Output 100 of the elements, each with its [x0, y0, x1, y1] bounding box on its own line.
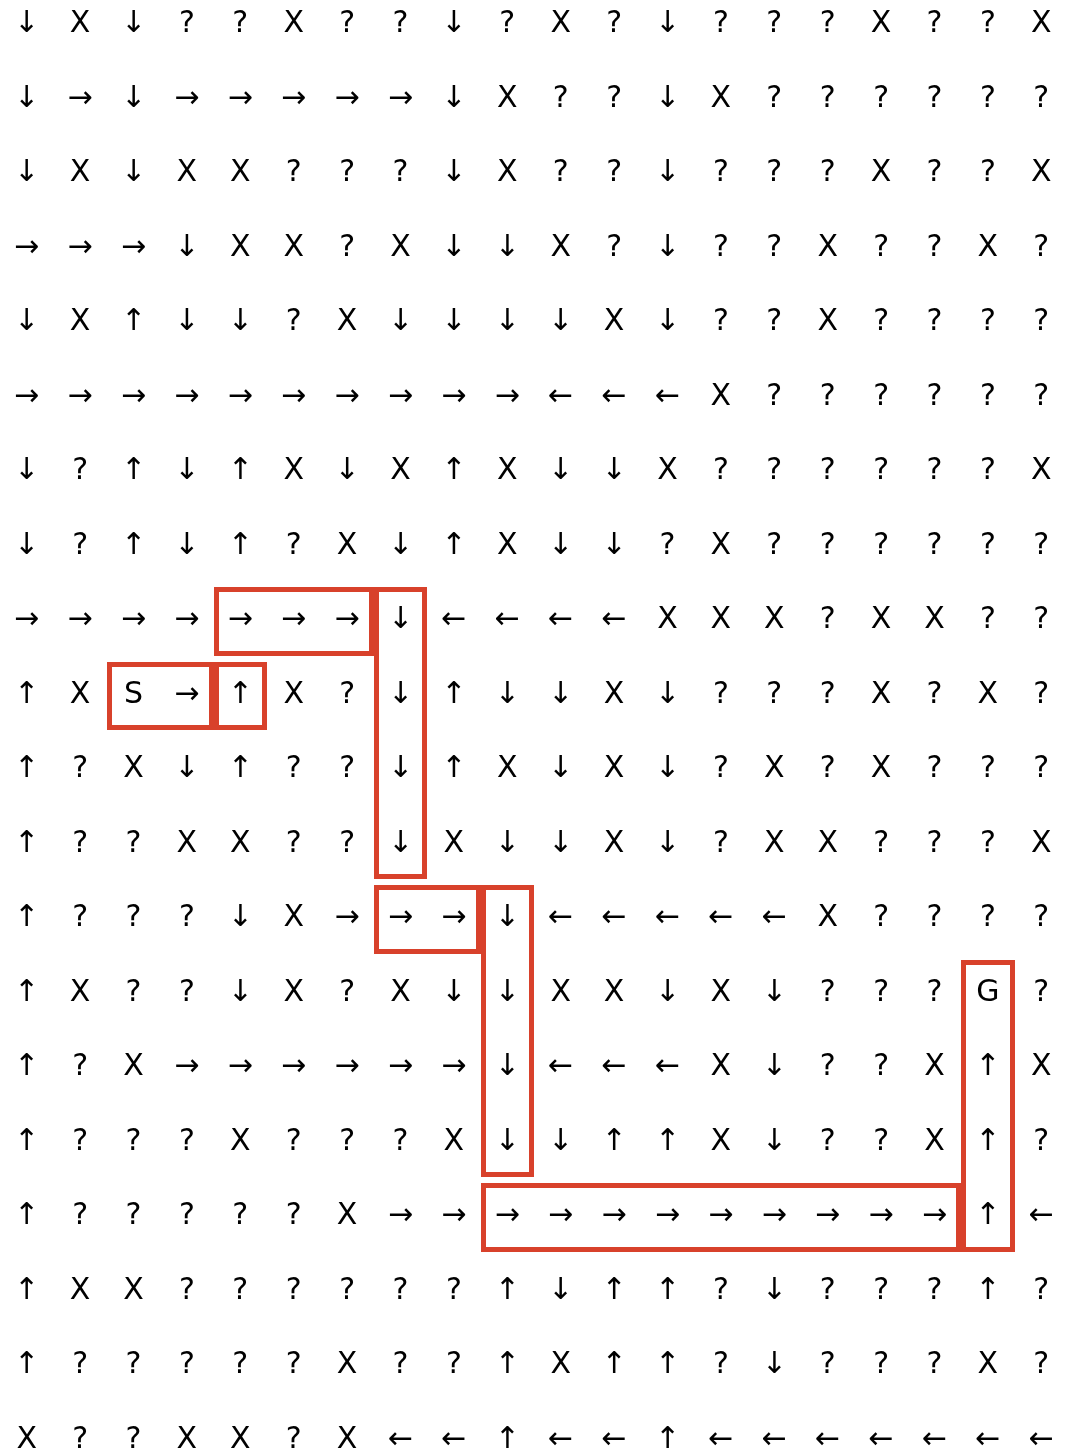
- grid-symbol: ↓: [548, 454, 574, 485]
- grid-symbol: ?: [819, 1273, 836, 1304]
- grid-symbol: X: [497, 528, 518, 559]
- grid-symbol: X: [764, 752, 785, 783]
- grid-symbol: X: [443, 826, 465, 857]
- grid-symbol: ?: [926, 305, 943, 336]
- grid-symbol: ←: [601, 1050, 627, 1081]
- grid-symbol: X: [230, 230, 251, 261]
- grid-symbol: ?: [178, 1199, 195, 1230]
- grid-symbol: ?: [125, 901, 142, 932]
- grid-symbol: ?: [712, 305, 729, 336]
- grid-symbol: →: [334, 901, 360, 932]
- grid-symbol: ↓: [334, 454, 360, 485]
- grid-symbol: ↓: [14, 528, 40, 559]
- grid-symbol: X: [283, 230, 304, 261]
- grid-symbol: ↓: [548, 1273, 574, 1304]
- grid-symbol: ↑: [441, 528, 467, 559]
- grid-symbol: X: [870, 752, 892, 783]
- grid-symbol: X: [603, 752, 625, 783]
- grid-symbol: ?: [926, 1273, 943, 1304]
- grid-symbol: ↑: [601, 1348, 627, 1379]
- grid-symbol: ?: [72, 1422, 89, 1450]
- grid-symbol: ←: [654, 379, 681, 410]
- grid-symbol: ?: [766, 379, 783, 410]
- grid-symbol: ↓: [761, 975, 787, 1006]
- grid-symbol: →: [761, 1199, 787, 1230]
- grid-symbol: ↑: [14, 1199, 40, 1230]
- grid-symbol: ?: [72, 1348, 89, 1379]
- grid-symbol: ↑: [441, 677, 467, 708]
- grid-symbol: →: [174, 677, 200, 708]
- grid-symbol: ?: [339, 975, 356, 1006]
- grid-symbol: →: [174, 603, 200, 634]
- grid-symbol: X: [550, 975, 571, 1006]
- grid-symbol: →: [227, 603, 253, 634]
- grid-symbol: ↓: [441, 7, 467, 38]
- grid-symbol: X: [603, 305, 625, 336]
- grid-symbol: ?: [873, 975, 890, 1006]
- grid-symbol: ?: [873, 826, 890, 857]
- grid-symbol: ↓: [14, 156, 40, 187]
- grid-symbol: ?: [979, 7, 996, 38]
- grid-symbol: X: [69, 975, 91, 1006]
- grid-symbol: ?: [979, 305, 996, 336]
- grid-symbol: ↑: [14, 826, 40, 857]
- grid-symbol: ↓: [601, 528, 627, 559]
- grid-symbol: ?: [125, 1199, 142, 1230]
- grid-symbol: ↑: [120, 528, 147, 559]
- grid-symbol: ?: [72, 1050, 89, 1081]
- grid-symbol: ↑: [14, 901, 40, 932]
- grid-symbol: ↑: [14, 975, 40, 1006]
- grid-symbol: X: [977, 677, 999, 708]
- grid-symbol: ?: [72, 528, 89, 559]
- grid-symbol: →: [227, 379, 253, 410]
- grid-symbol: ?: [125, 1348, 142, 1379]
- grid-symbol: S: [123, 677, 143, 708]
- grid-symbol: X: [69, 677, 91, 708]
- grid-symbol: X: [1031, 1050, 1052, 1081]
- grid-symbol: ?: [819, 454, 836, 485]
- grid-symbol: ↓: [441, 81, 467, 112]
- grid-symbol: ←: [761, 901, 787, 932]
- grid-symbol: ?: [873, 81, 890, 112]
- grid-symbol: ↓: [494, 826, 520, 857]
- grid-symbol: ?: [178, 1124, 195, 1155]
- grid-symbol: X: [817, 230, 838, 261]
- grid-symbol: X: [657, 603, 678, 634]
- grid-symbol: →: [441, 1199, 467, 1230]
- highlight-box: [480, 885, 534, 1177]
- grid-symbol: ?: [392, 156, 409, 187]
- grid-symbol: ?: [926, 826, 943, 857]
- grid-symbol: ↓: [14, 81, 40, 112]
- grid-symbol: ?: [926, 156, 943, 187]
- grid-symbol: ↑: [14, 1050, 40, 1081]
- grid-symbol: ↓: [494, 305, 520, 336]
- grid-symbol: ↓: [494, 1124, 520, 1155]
- grid-symbol: ↓: [387, 603, 414, 634]
- grid-symbol: X: [870, 677, 892, 708]
- grid-symbol: X: [283, 454, 304, 485]
- grid-symbol: X: [710, 528, 732, 559]
- grid-symbol: ?: [72, 826, 89, 857]
- grid-symbol: ↓: [654, 752, 681, 783]
- grid-symbol: →: [334, 603, 360, 634]
- grid-symbol: ?: [873, 379, 890, 410]
- highlight-box: [961, 959, 1015, 1252]
- grid-symbol: ↓: [654, 156, 681, 187]
- grid-symbol: X: [69, 156, 91, 187]
- grid-symbol: ?: [926, 454, 943, 485]
- grid-symbol: ↑: [120, 305, 147, 336]
- grid-symbol: ?: [606, 230, 623, 261]
- grid-symbol: ↑: [975, 1199, 1001, 1230]
- grid-symbol: ?: [819, 1124, 836, 1155]
- grid-symbol: ?: [178, 901, 195, 932]
- grid-symbol: ?: [712, 677, 729, 708]
- grid-symbol: X: [443, 1124, 465, 1155]
- grid-symbol: X: [69, 305, 91, 336]
- grid-symbol: ?: [285, 528, 302, 559]
- grid-symbol: ?: [1033, 1273, 1050, 1304]
- grid-symbol: ?: [552, 81, 569, 112]
- grid-symbol: ?: [125, 1124, 142, 1155]
- grid-symbol: ↓: [174, 230, 200, 261]
- grid-symbol: ?: [712, 1348, 729, 1379]
- grid-symbol: ↓: [120, 156, 147, 187]
